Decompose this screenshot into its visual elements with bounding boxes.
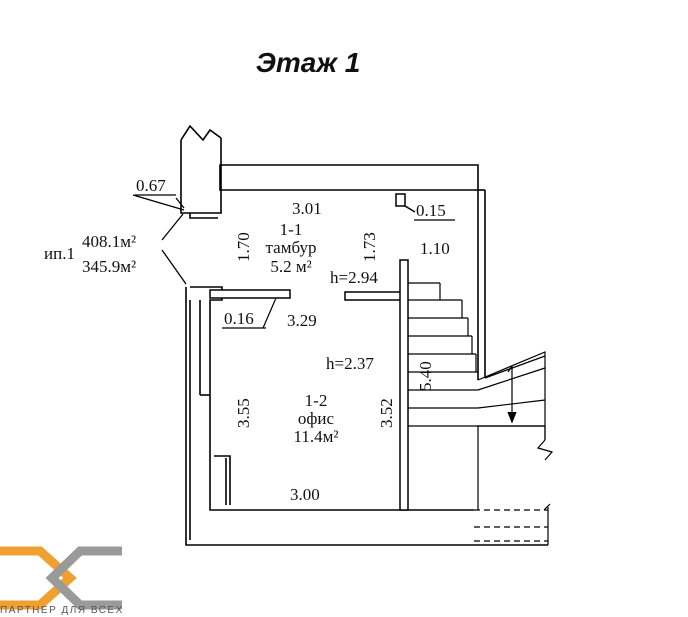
room-1-1-id: 1-1 <box>280 220 303 239</box>
entrance-area-total: 408.1м² <box>82 232 136 251</box>
staircase <box>408 282 554 510</box>
walls <box>180 124 548 546</box>
entrance-label: ип.1 <box>44 244 75 263</box>
dim-1-70: 1.70 <box>234 232 253 262</box>
room-1-2-height: h=2.37 <box>326 354 374 373</box>
dim-0-16: 0.16 <box>224 309 254 328</box>
dim-3-52: 3.52 <box>377 398 396 428</box>
dim-0-15: 0.15 <box>416 201 446 220</box>
room-1-1-height: h=2.94 <box>330 268 378 287</box>
dim-1-10: 1.10 <box>420 239 450 258</box>
room-1-2-id: 1-2 <box>305 391 328 410</box>
dim-3-01: 3.01 <box>292 199 322 218</box>
dim-0-67: 0.67 <box>136 176 166 195</box>
room-1-1-area: 5.2 м² <box>270 257 311 276</box>
dim-3-55: 3.55 <box>234 398 253 428</box>
room-1-1-name: тамбур <box>266 238 317 257</box>
room-1-2-name: офис <box>298 409 335 428</box>
brand-logo: ПАРТНЕР ДЛЯ ВСЕХ <box>0 546 124 616</box>
dim-1-73: 1.73 <box>360 232 379 262</box>
dashed-outline <box>474 503 551 545</box>
entrance-area-living: 345.9м² <box>82 257 136 276</box>
brand-mark-icon <box>0 546 122 610</box>
dim-3-00: 3.00 <box>290 485 320 504</box>
floor-title: Этаж 1 <box>256 47 361 78</box>
dim-3-29: 3.29 <box>287 311 317 330</box>
brand-text: ПАРТНЕР ДЛЯ ВСЕХ <box>0 605 124 616</box>
dimension-leaders <box>132 194 455 329</box>
entrance-opening <box>161 197 187 285</box>
partition-walls <box>209 193 416 511</box>
dim-5-40: 5.40 <box>416 361 435 391</box>
room-1-2-area: 11.4м² <box>294 427 339 446</box>
